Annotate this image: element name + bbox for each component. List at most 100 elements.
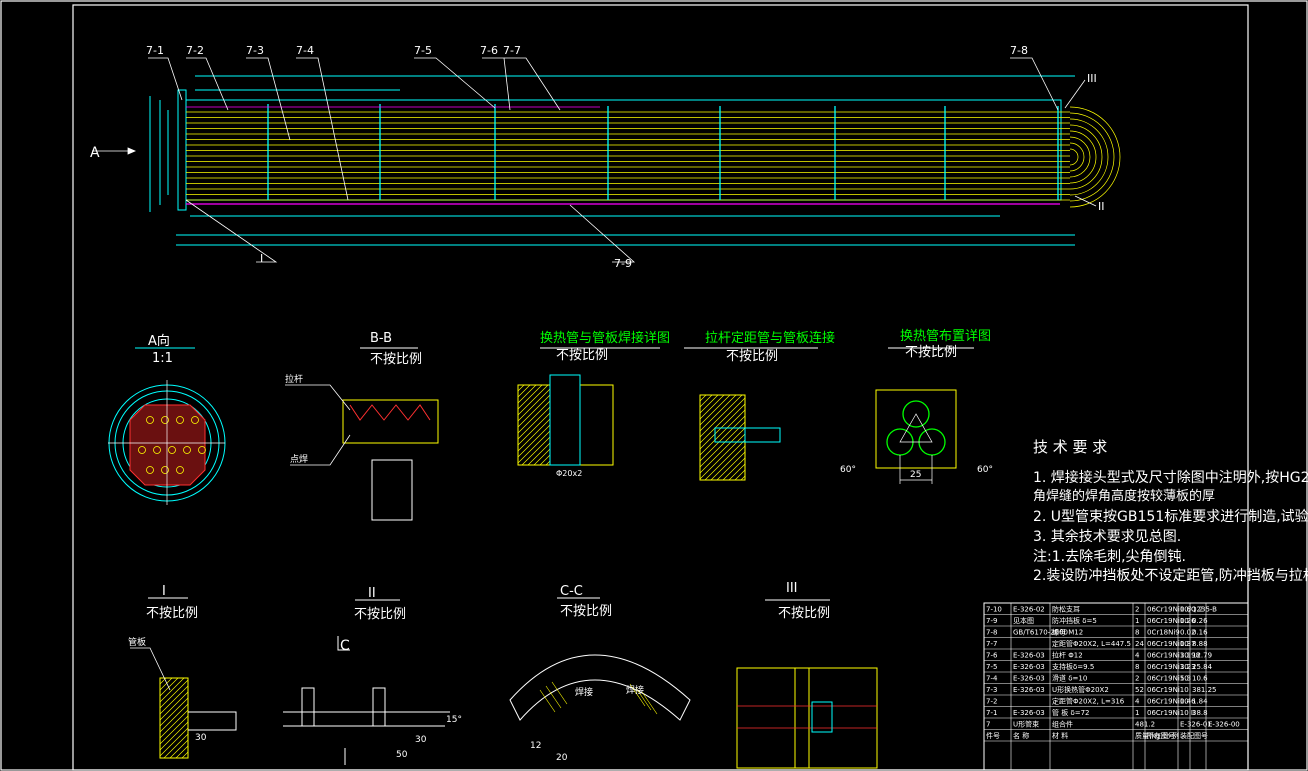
detail-i-leader: 管板 <box>128 636 146 648</box>
section-c-marker: C <box>340 638 350 654</box>
bom-cell: 06Cr19Ni10 II <box>1147 709 1195 717</box>
callout-7-9: 7-9 <box>614 257 632 270</box>
bom-cell: 0Cr18Ni9 <box>1147 629 1180 637</box>
detail-iii-title: III <box>786 581 798 596</box>
view-a-scale: 1:1 <box>152 351 173 366</box>
bom-cell: 5.3 <box>1180 675 1191 683</box>
view-detail-iii: III 不按比例 <box>736 581 878 769</box>
bom-cell: 滑道 δ=10 <box>1052 674 1087 683</box>
bom-assembly-cell: 481.2 <box>1135 721 1155 729</box>
bom-cell: U形换热管Φ20X2 <box>1052 685 1109 694</box>
callout-7-7: 7-7 <box>503 44 521 57</box>
callout-7-5: 7-5 <box>414 44 432 57</box>
bom-cell: 06Cr19Ni10/Q235-B <box>1147 606 1217 614</box>
bom-footer-cell: 装配图号 <box>1180 731 1208 740</box>
bom-cell: 定距管Φ20X2, L=316 <box>1052 697 1125 706</box>
detail-ii-angle: 15° <box>446 715 462 725</box>
bom-cell: 0.46 <box>1180 698 1196 706</box>
callout-III: III <box>1087 72 1097 85</box>
detail-i-dim: 30 <box>195 733 207 743</box>
cc-label-1: 焊接 <box>575 686 593 698</box>
detail-i-scale: 不按比例 <box>146 606 198 621</box>
tie-scale: 不按比例 <box>726 349 778 364</box>
bom-cell: E-326-03 <box>1013 663 1045 671</box>
cc-dim-1: 12 <box>530 741 541 751</box>
main-elevation-view: 7-1 7-2 7-3 7-4 7-5 7-6 7-7 7-8 7-9 I II… <box>90 44 1121 270</box>
view-section-cc: C-C 不按比例 焊接 焊接 12 20 <box>509 584 691 763</box>
bom-cell: 7-2 <box>986 698 997 706</box>
bom-cell: 7-1 <box>986 709 997 717</box>
bom-cell: 8 <box>1135 663 1139 671</box>
view-marker-a: A <box>90 145 100 161</box>
bom-cell: 0.37 <box>1180 640 1196 648</box>
view-a-title: A向 <box>148 333 170 349</box>
bom-cell: 06Cr19Ni10 <box>1147 640 1189 648</box>
view-tube-layout: 换热管布置详图 不按比例 60° 60° 25 <box>840 329 993 484</box>
bom-cell: 8.88 <box>1192 640 1208 648</box>
bom-cell: 8 <box>1135 629 1139 637</box>
bom-cell: 0.26 <box>1180 617 1196 625</box>
bom-cell: E-326-03 <box>1013 709 1045 717</box>
bom-cell: 3.23 <box>1180 663 1196 671</box>
cc-scale: 不按比例 <box>560 604 612 619</box>
bom-cell: 4 <box>1135 652 1140 660</box>
bom-cell: 1 <box>1135 709 1139 717</box>
bom-cell: 12.79 <box>1192 652 1212 660</box>
layout-scale: 不按比例 <box>905 345 957 360</box>
bom-cell: 06Cr19Ni10 <box>1147 698 1189 706</box>
callout-7-3: 7-3 <box>246 44 264 57</box>
bom-cell: 防冲挡板 δ=5 <box>1052 616 1097 625</box>
weld-dim: Φ20x2 <box>556 469 582 478</box>
bom-cell: 0.26 <box>1192 617 1208 625</box>
view-weld-detail: 换热管与管板焊接详图 不按比例 Φ20x2 <box>517 330 670 478</box>
requirement-line-2: 角焊缝的焊角高度按较薄板的厚 <box>1033 488 1215 504</box>
bom-cell: 支持板δ=9.5 <box>1052 662 1094 671</box>
bom-cell: E-326-03 <box>1013 652 1045 660</box>
requirement-line-1: 1. 焊接接头型式及尺寸除图中注明外,按HG20583 <box>1033 469 1308 486</box>
bom-cell: 52 <box>1135 686 1144 694</box>
detail-ii-scale: 不按比例 <box>354 607 406 622</box>
cc-label-2: 焊接 <box>626 684 644 696</box>
bom-cell: 0.02 <box>1180 629 1196 637</box>
callout-7-4: 7-4 <box>296 44 314 57</box>
bom-cell: 定距管Φ20X2, L=447.5 <box>1052 639 1131 648</box>
detail-i-title: I <box>162 584 166 599</box>
detail-ii-dim1: 30 <box>415 735 427 745</box>
bom-footer-cell: 所在图号 <box>1147 731 1175 740</box>
bom-cell: 06Cr19Ni10 <box>1147 686 1189 694</box>
bom-cell: 管 板 δ=72 <box>1052 708 1090 717</box>
bom-cell: E-326-03 <box>1013 675 1045 683</box>
bom-cell: 7-8 <box>986 629 997 637</box>
bom-cell: 381.25 <box>1192 686 1217 694</box>
callout-7-2: 7-2 <box>186 44 204 57</box>
bom-assembly-cell: U形管束 <box>1013 720 1039 729</box>
requirement-line-4: 3. 其余技术要求见总图. <box>1033 528 1181 545</box>
bom-cell: E-326-02 <box>1013 606 1045 614</box>
weld-scale: 不按比例 <box>556 348 608 363</box>
bom-cell: 7-3 <box>986 686 997 694</box>
requirements-title: 技 术 要 求 <box>1033 438 1107 456</box>
layout-angle-left: 60° <box>840 465 856 475</box>
layout-pitch: 25 <box>910 470 921 480</box>
layout-angle-right: 60° <box>977 465 993 475</box>
callout-7-8: 7-8 <box>1010 44 1028 57</box>
technical-requirements: 技 术 要 求 1. 焊接接头型式及尺寸除图中注明外,按HG20583 角焊缝的… <box>1033 438 1308 584</box>
detail-ii-title: II <box>368 586 376 601</box>
callout-II: II <box>1098 200 1105 213</box>
bom-cell: 见本图 <box>1013 616 1034 625</box>
bom-footer-cell: 件号 <box>986 731 1000 740</box>
bom-cell: 06Cr19Ni10 <box>1147 652 1189 660</box>
bom-footer-cell: 名 称 <box>1013 731 1029 740</box>
view-bb-scale: 不按比例 <box>370 352 422 367</box>
weld-title: 换热管与管板焊接详图 <box>540 330 670 346</box>
cc-dim-2: 20 <box>556 753 568 763</box>
bom-cell: 7-10 <box>986 606 1002 614</box>
bom-cell: 24 <box>1135 640 1144 648</box>
bom-cell: 7-4 <box>986 675 998 683</box>
callout-7-1: 7-1 <box>146 44 164 57</box>
bb-leader-tierod: 拉杆 <box>285 373 303 385</box>
bom-cell: 1 <box>1135 617 1139 625</box>
